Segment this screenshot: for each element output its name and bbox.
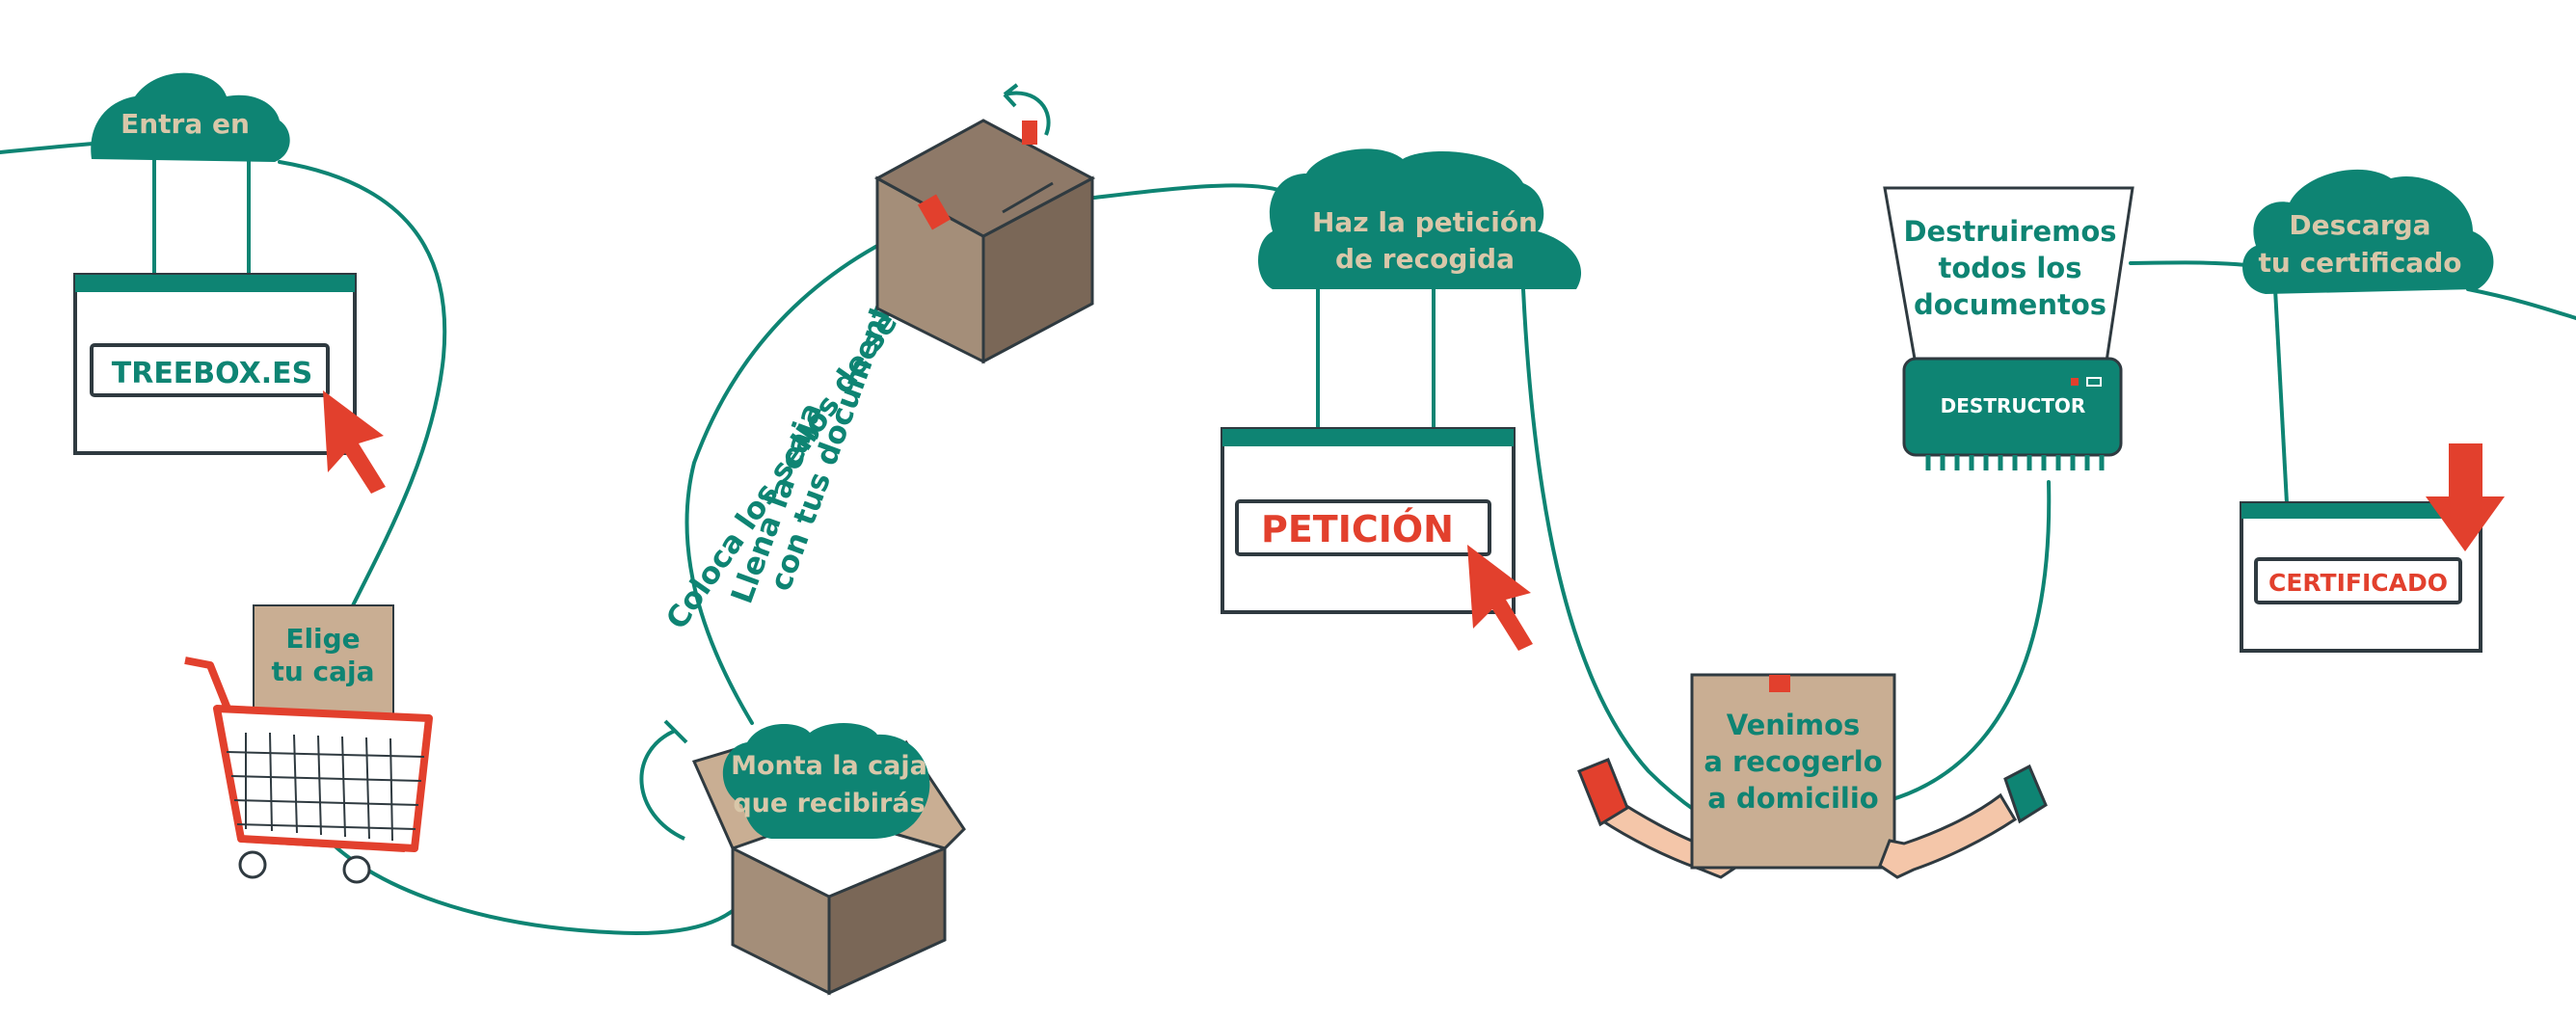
descarga-line2: tu certificado <box>2259 247 2462 279</box>
certificado-button-text: CERTIFICADO <box>2268 569 2448 597</box>
cursor-icon <box>1467 545 1533 651</box>
destruimos-line3: documentos <box>1914 288 2106 321</box>
cloud-descarga <box>2242 169 2494 294</box>
sealed-box-icon <box>873 119 1096 364</box>
peticion-line2: de recogida <box>1335 243 1515 275</box>
step-monta: Monta la caja que recibirás <box>639 719 966 996</box>
destruimos-line2: todos los <box>1939 252 2082 284</box>
certificado-button[interactable] <box>2254 557 2462 604</box>
monta-line1: Monta la caja <box>731 751 927 781</box>
rotate-arrow-icon <box>639 719 688 841</box>
destruimos-line1: Destruiremos <box>1903 215 2116 248</box>
entra-label: Entra en <box>121 108 250 140</box>
cloud-entra <box>91 72 290 162</box>
destructor-label: DESTRUCTOR <box>1941 394 2086 417</box>
download-arrow-icon <box>2426 443 2505 551</box>
peticion-button-text: PETICIÓN <box>1261 508 1454 550</box>
cart-wheel <box>342 855 371 884</box>
peticion-line1: Haz la petición <box>1312 206 1538 238</box>
cart-grid <box>226 732 425 842</box>
step-entra: Entra en TREEBOX.ES <box>73 72 386 494</box>
venimos-line2: a recogerlo <box>1704 745 1882 778</box>
step-destruimos: Destruiremos todos los documentos DESTRU… <box>1883 186 2134 470</box>
sleeve-left <box>1577 758 1629 827</box>
step-peticion: Haz la petición de recogida PETICIÓN <box>1221 148 1582 651</box>
shredder-teeth <box>1925 455 2105 470</box>
elige-line2: tu caja <box>271 656 374 687</box>
peticion-button[interactable] <box>1235 499 1491 556</box>
cursor-icon <box>323 390 386 494</box>
step-venimos: Venimos a recogerlo a domicilio <box>1577 673 2048 879</box>
step-elige: Elige tu caja <box>184 604 433 884</box>
descarga-line1: Descarga <box>2289 209 2430 241</box>
rotate-arrow-icon <box>1003 83 1051 136</box>
box-card-venimos <box>1690 673 1896 870</box>
cart-wheel <box>238 850 267 879</box>
cloud-monta <box>722 723 930 839</box>
venimos-line3: a domicilio <box>1707 782 1878 815</box>
elige-line1: Elige <box>285 623 360 655</box>
treebox-site-text: TREEBOX.ES <box>112 357 312 390</box>
step-descarga: Descarga tu certificado CERTIFICADO <box>2240 169 2505 653</box>
monta-line2: que recibirás <box>733 789 925 818</box>
cloud-peticion <box>1258 148 1582 289</box>
arm-right <box>1878 792 2018 879</box>
step-llena: Llena la caja con tus documentos <box>725 264 912 608</box>
venimos-line1: Venimos <box>1727 709 1861 741</box>
treebox-site-field[interactable] <box>90 343 330 397</box>
sleeve-right <box>2003 764 2048 824</box>
box-card-elige <box>253 604 394 720</box>
